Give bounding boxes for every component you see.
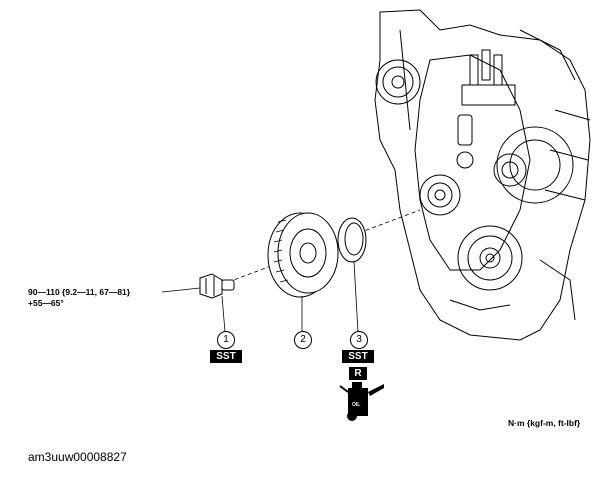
spark-plug-drawing [461, 49, 516, 106]
tensioner-drawing [456, 114, 474, 169]
crankshaft-nose-drawing [419, 174, 461, 216]
engine-crankshaft-pulley-diagram: OIL [161, 9, 591, 421]
image-id-caption: am3uuw00008827 [28, 450, 127, 464]
lower-pulley-drawing [457, 225, 523, 291]
torque-spec-line1: 90—110 {9.2—11, 67—81} [28, 287, 131, 297]
callout-3-leader [353, 261, 359, 333]
callout-3-sst-tag: SST [342, 350, 374, 363]
callout-2-number: 2 [294, 331, 312, 349]
callout-1-leader [221, 295, 226, 333]
callout-1-sst-tag: SST [210, 350, 242, 363]
engine-block-drawing [374, 9, 591, 341]
torque-specification: 90—110 {9.2—11, 67—81} +55—65° [28, 287, 130, 309]
callout-3-replace-tag: R [349, 367, 367, 380]
oil-can-icon [339, 382, 384, 421]
crankshaft-pulley-bolt-drawing [199, 273, 235, 299]
torque-spec-line2: +55—65° [28, 298, 64, 308]
alternator-drawing [493, 126, 574, 204]
units-label: N·m {kgf-m, ft-lbf} [508, 418, 581, 428]
upper-pulley-drawing [375, 59, 421, 105]
torque-leader-line [161, 287, 201, 293]
oil-can-label: OIL [352, 402, 360, 408]
crankshaft-pulley-drawing [267, 212, 339, 298]
oil-seal-drawing [337, 217, 367, 263]
callout-3-number: 3 [350, 331, 368, 349]
callout-1-number: 1 [217, 331, 235, 349]
assembly-axis-line [214, 209, 421, 288]
